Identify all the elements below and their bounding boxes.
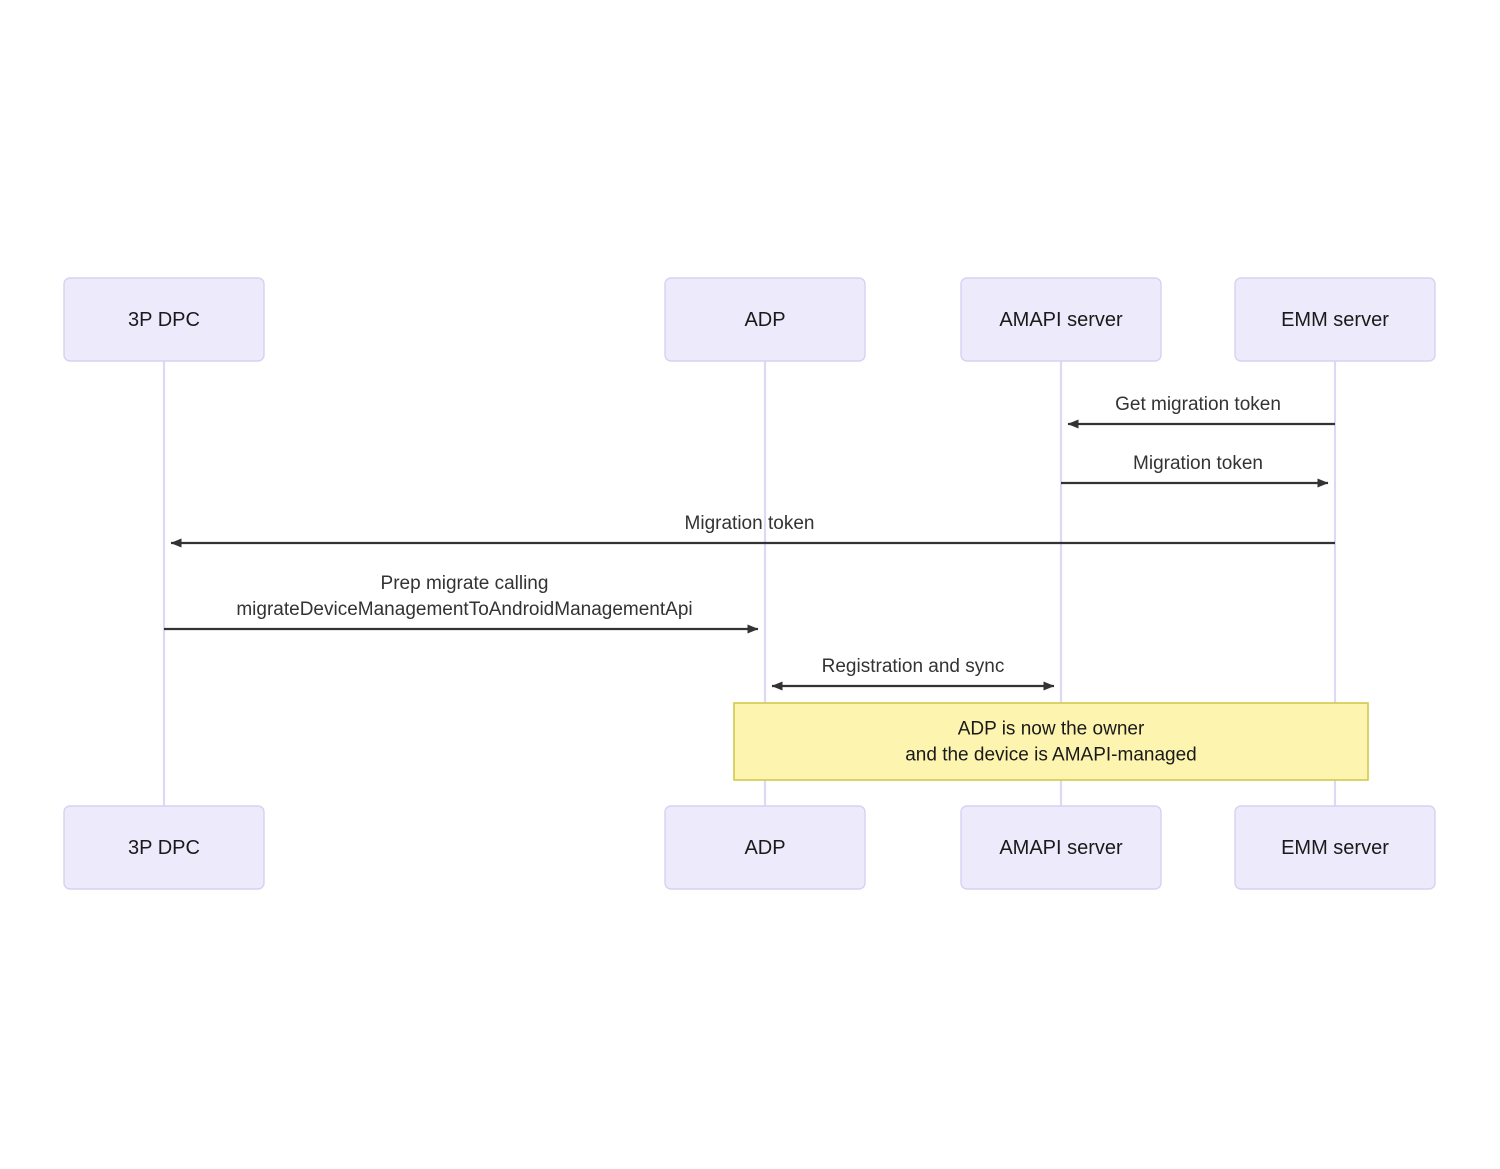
actor-label-emm-bottom: EMM server — [1281, 837, 1389, 859]
actor-box-dpc-bottom — [63, 805, 265, 890]
note-box-1 — [733, 702, 1369, 781]
actor-box-emm-top — [1234, 277, 1436, 362]
message-label-3-line-1: Migration token — [685, 513, 815, 534]
actor-box-amapi-top — [960, 277, 1162, 362]
actor-label-dpc-bottom: 3P DPC — [128, 837, 200, 859]
actor-label-dpc-top: 3P DPC — [128, 309, 200, 331]
actor-label-adp-top: ADP — [744, 309, 785, 331]
actor-label-amapi-bottom: AMAPI server — [999, 837, 1123, 859]
message-1[interactable]: Get migration token — [1067, 394, 1335, 429]
actor-amapi-top[interactable]: AMAPI server — [960, 277, 1162, 362]
message-label-1-line-1: Get migration token — [1115, 394, 1281, 415]
message-3[interactable]: Migration token — [170, 513, 1335, 548]
message-label-4-line-1: Prep migrate calling — [381, 573, 549, 594]
actor-box-emm-bottom — [1234, 805, 1436, 890]
actor-emm-top[interactable]: EMM server — [1234, 277, 1436, 362]
actor-label-adp-bottom: ADP — [744, 837, 785, 859]
actor-amapi-bottom[interactable]: AMAPI server — [960, 805, 1162, 890]
actor-emm-bottom[interactable]: EMM server — [1234, 805, 1436, 890]
actors-top-group: 3P DPC ADP AMAPI server EMM server — [63, 277, 1436, 362]
message-4[interactable]: Prep migrate calling migrateDeviceManagem… — [164, 573, 759, 634]
actor-label-emm-top: EMM server — [1281, 309, 1389, 331]
note-1: ADP is now the owner and the device is AM… — [733, 702, 1369, 781]
actor-box-dpc-top — [63, 277, 265, 362]
note-label-1-line-2: and the device is AMAPI-managed — [905, 745, 1197, 766]
actor-adp-top[interactable]: ADP — [664, 277, 866, 362]
note-label-1-line-1: ADP is now the owner — [958, 719, 1145, 740]
message-label-5-line-1: Registration and sync — [822, 656, 1005, 677]
actor-box-adp-top — [664, 277, 866, 362]
message-label-2-line-1: Migration token — [1133, 453, 1263, 474]
actor-label-amapi-top: AMAPI server — [999, 309, 1123, 331]
actor-box-amapi-bottom — [960, 805, 1162, 890]
actor-box-adp-bottom — [664, 805, 866, 890]
notes-group: ADP is now the owner and the device is AM… — [733, 702, 1369, 781]
message-5[interactable]: Registration and sync — [771, 656, 1055, 691]
message-2[interactable]: Migration token — [1061, 453, 1329, 488]
actors-bottom-group: 3P DPC ADP AMAPI server EMM server — [63, 805, 1436, 890]
actor-dpc-top[interactable]: 3P DPC — [63, 277, 265, 362]
message-label-4-line-2: migrateDeviceManagementToAndroidManageme… — [236, 599, 692, 620]
actor-adp-bottom[interactable]: ADP — [664, 805, 866, 890]
actor-dpc-bottom[interactable]: 3P DPC — [63, 805, 265, 890]
